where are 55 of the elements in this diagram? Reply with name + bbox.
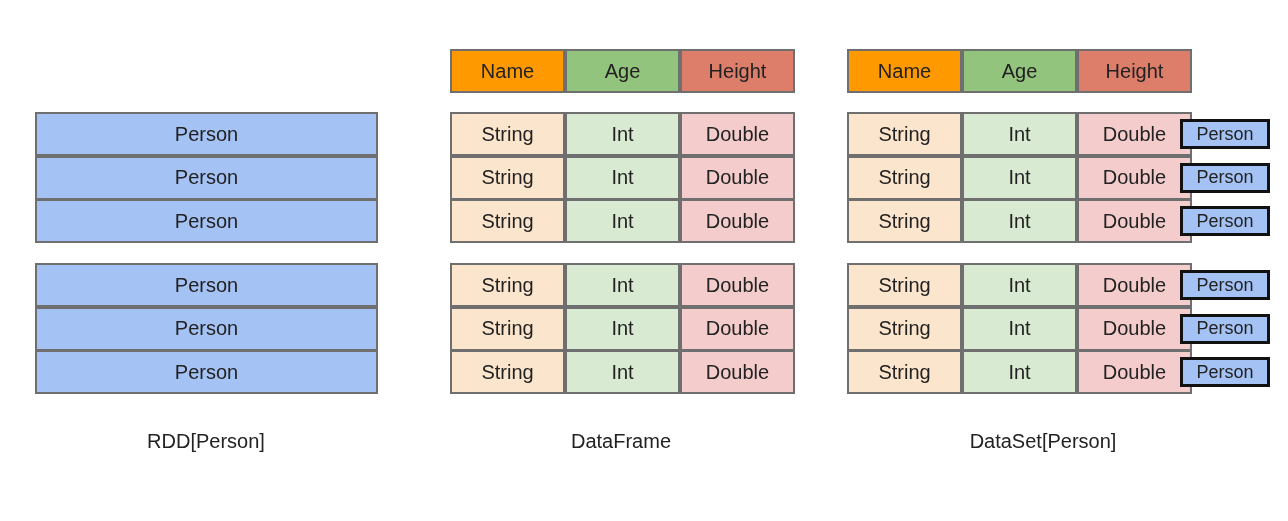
age-header: Age (565, 49, 680, 93)
person-tag: Person (1180, 357, 1270, 387)
string-type: String (450, 112, 565, 156)
person-row: Person (35, 306, 378, 351)
int-type: Int (565, 306, 680, 351)
string-type: String (450, 263, 565, 307)
person-tag: Person (1180, 206, 1270, 236)
int-type: Int (962, 306, 1077, 351)
double-type: Double (680, 350, 795, 394)
string-type: String (450, 350, 565, 394)
person-row: Person (35, 155, 378, 200)
int-type: Int (962, 112, 1077, 156)
int-type: Int (565, 112, 680, 156)
double-type: Double (1077, 199, 1192, 243)
string-type: String (847, 112, 962, 156)
caption: DataFrame (570, 430, 672, 453)
double-type: Double (680, 263, 795, 307)
double-type: Double (1077, 112, 1192, 156)
int-type: Int (565, 350, 680, 394)
person-row: Person (35, 199, 378, 243)
int-type: Int (962, 155, 1077, 200)
string-type: String (847, 350, 962, 394)
caption: DataSet[Person] (968, 430, 1118, 453)
height-header: Height (1077, 49, 1192, 93)
int-type: Int (962, 199, 1077, 243)
double-type: Double (680, 155, 795, 200)
string-type: String (450, 306, 565, 351)
string-type: String (847, 199, 962, 243)
caption: RDD[Person] (146, 430, 266, 453)
person-tag: Person (1180, 162, 1270, 193)
age-header: Age (962, 49, 1077, 93)
string-type: String (450, 155, 565, 200)
height-header: Height (680, 49, 795, 93)
person-row: Person (35, 263, 378, 307)
int-type: Int (962, 263, 1077, 307)
int-type: Int (565, 263, 680, 307)
name-header: Name (847, 49, 962, 93)
string-type: String (847, 263, 962, 307)
string-type: String (847, 306, 962, 351)
double-type: Double (1077, 350, 1192, 394)
person-row: Person (35, 112, 378, 156)
person-tag: Person (1180, 313, 1270, 344)
int-type: Int (565, 155, 680, 200)
double-type: Double (680, 112, 795, 156)
double-type: Double (680, 306, 795, 351)
person-tag: Person (1180, 270, 1270, 300)
name-header: Name (450, 49, 565, 93)
person-tag: Person (1180, 119, 1270, 149)
double-type: Double (1077, 263, 1192, 307)
int-type: Int (565, 199, 680, 243)
double-type: Double (680, 199, 795, 243)
int-type: Int (962, 350, 1077, 394)
string-type: String (847, 155, 962, 200)
string-type: String (450, 199, 565, 243)
person-row: Person (35, 350, 378, 394)
